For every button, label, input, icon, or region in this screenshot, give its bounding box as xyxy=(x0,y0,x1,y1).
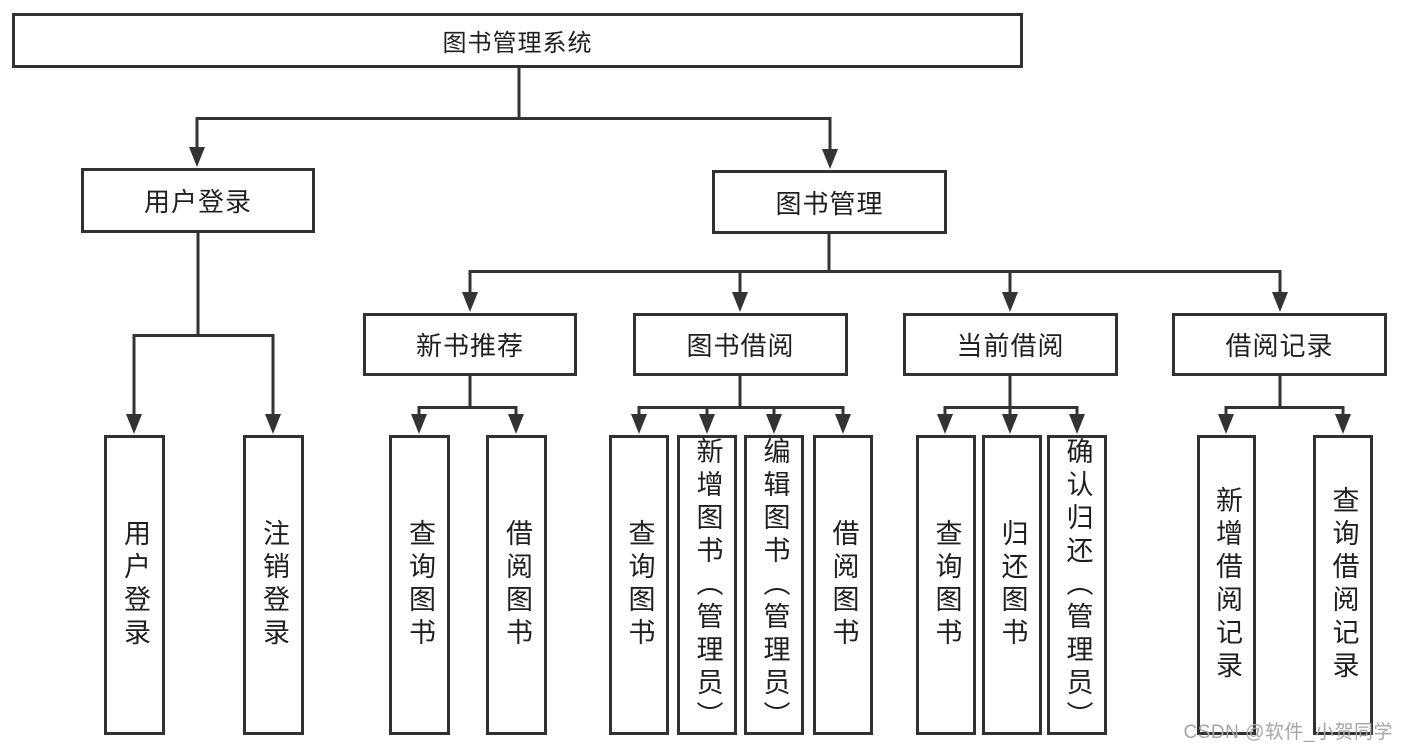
node-new-book-recommendation: 新书推荐 xyxy=(363,313,577,376)
node-book-borrowing-label: 图书借阅 xyxy=(686,331,795,361)
leaf-user-login-label: 用户登录 xyxy=(120,519,150,651)
node-book-management: 图书管理 xyxy=(712,170,947,234)
node-library-system-label: 图书管理系统 xyxy=(442,30,593,57)
leaf-borrowing-borrow-books-label: 借阅图书 xyxy=(828,519,859,651)
leaf-confirm-return-admin-label: 确认归还（管理员） xyxy=(1062,436,1093,734)
leaf-borrowing-query-books: 查询图书 xyxy=(609,435,669,735)
leaf-edit-books-admin: 编辑图书（管理员） xyxy=(744,435,804,735)
node-current-borrowing: 当前借阅 xyxy=(903,313,1118,376)
leaf-borrowing-query-books-label: 查询图书 xyxy=(624,519,655,651)
leaf-add-books-admin-label: 新增图书（管理员） xyxy=(692,436,723,734)
leaf-add-borrow-record-label: 新增借阅记录 xyxy=(1212,486,1242,684)
leaf-query-borrow-record-label: 查询借阅记录 xyxy=(1328,486,1359,684)
leaf-logout-label: 注销登录 xyxy=(259,519,289,651)
leaf-user-login: 用户登录 xyxy=(104,435,165,735)
leaf-query-borrow-record: 查询借阅记录 xyxy=(1313,435,1373,735)
watermark: CSDN @软件_小贺同学 xyxy=(1183,722,1393,743)
leaf-return-books: 归还图书 xyxy=(982,435,1042,735)
node-book-management-label: 图书管理 xyxy=(775,188,884,219)
leaf-current-query-books: 查询图书 xyxy=(916,435,976,735)
node-borrowing-records-label: 借阅记录 xyxy=(1225,331,1334,361)
leaf-return-books-label: 归还图书 xyxy=(997,519,1028,651)
leaf-borrowing-borrow-books: 借阅图书 xyxy=(813,435,873,735)
leaf-current-query-books-label: 查询图书 xyxy=(931,519,962,651)
leaf-recommend-borrow-books: 借阅图书 xyxy=(486,435,547,735)
leaf-add-borrow-record: 新增借阅记录 xyxy=(1197,435,1256,735)
leaf-confirm-return-admin: 确认归还（管理员） xyxy=(1047,435,1107,735)
leaf-edit-books-admin-label: 编辑图书（管理员） xyxy=(759,436,790,734)
node-user-login: 用户登录 xyxy=(81,168,315,233)
node-library-system: 图书管理系统 xyxy=(12,13,1023,68)
leaf-logout: 注销登录 xyxy=(243,435,304,735)
leaf-add-books-admin: 新增图书（管理员） xyxy=(677,435,737,735)
node-user-login-label: 用户登录 xyxy=(143,187,252,217)
leaf-recommend-borrow-books-label: 借阅图书 xyxy=(502,519,532,651)
node-borrowing-records: 借阅记录 xyxy=(1172,313,1387,376)
leaf-recommend-query-books-label: 查询图书 xyxy=(405,519,435,651)
node-new-book-recommendation-label: 新书推荐 xyxy=(415,331,524,361)
leaf-recommend-query-books: 查询图书 xyxy=(389,435,450,735)
node-book-borrowing: 图书借阅 xyxy=(633,313,848,376)
node-current-borrowing-label: 当前借阅 xyxy=(956,331,1065,361)
